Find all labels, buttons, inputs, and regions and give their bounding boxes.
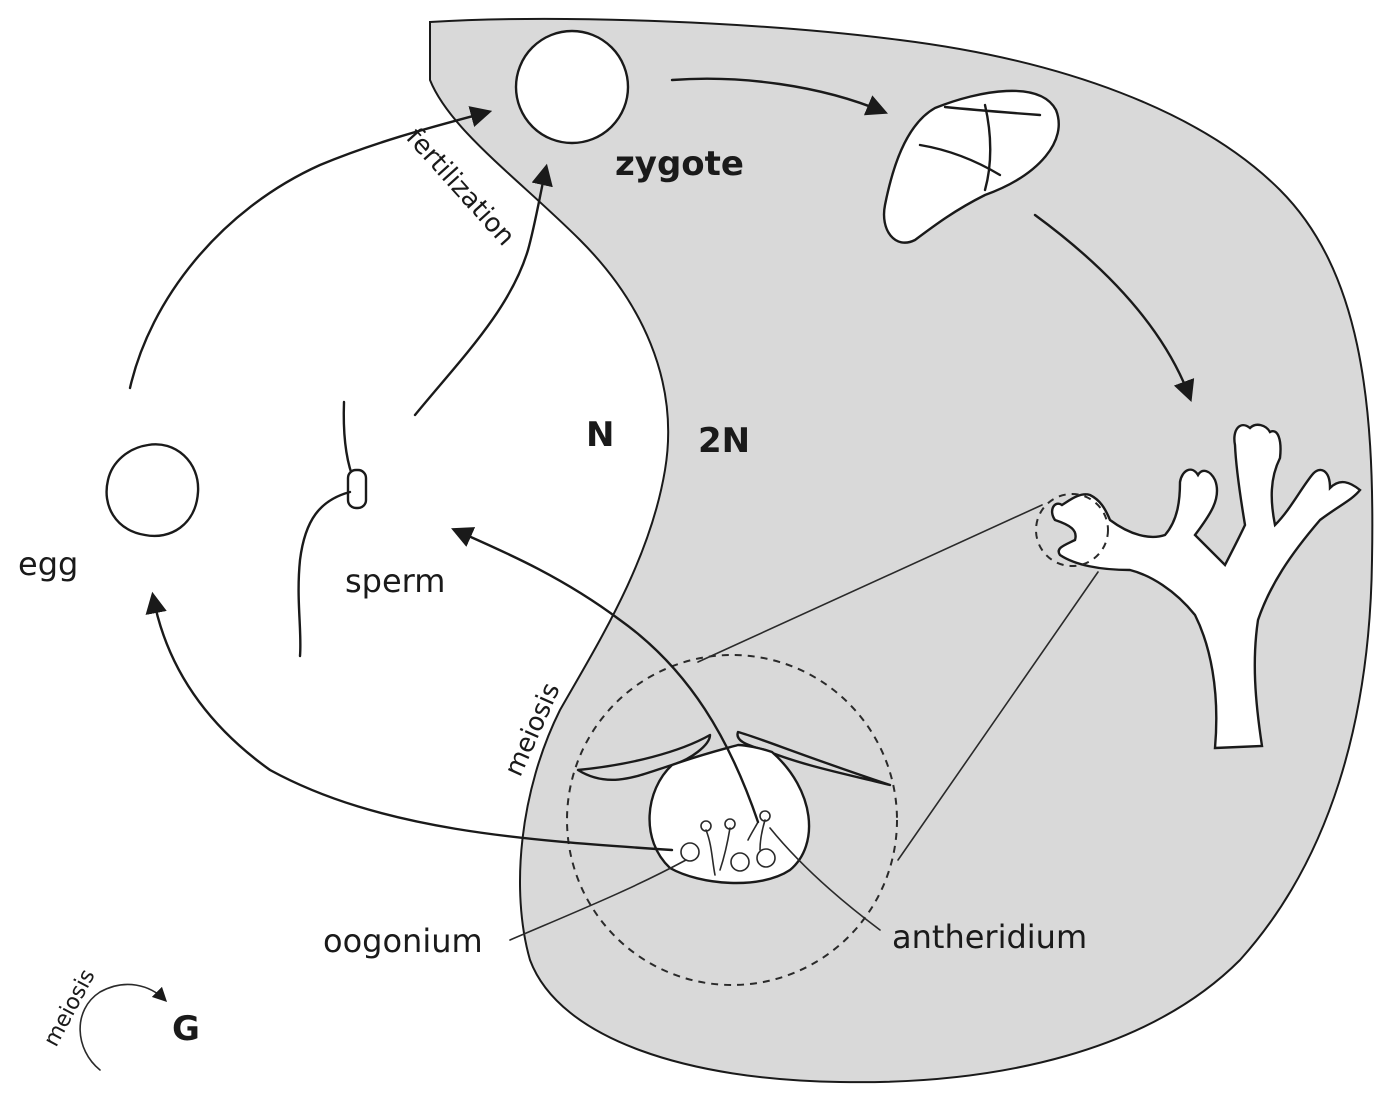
antheridium-label: antheridium	[892, 918, 1087, 956]
legend-g-label: G	[172, 1009, 200, 1049]
sperm-cell	[299, 402, 366, 656]
zygote-label: zygote	[615, 144, 744, 184]
diploid-label: 2N	[698, 421, 750, 461]
oogonium-label: oogonium	[323, 922, 483, 960]
sperm-label: sperm	[345, 562, 445, 600]
egg-cell	[107, 444, 199, 536]
zygote-cell	[516, 31, 628, 143]
legend-arrow	[80, 984, 165, 1070]
legend: meiosis G	[39, 965, 200, 1070]
haploid-label: N	[586, 415, 614, 455]
legend-meiosis-label: meiosis	[39, 965, 100, 1051]
egg-label: egg	[18, 545, 78, 583]
